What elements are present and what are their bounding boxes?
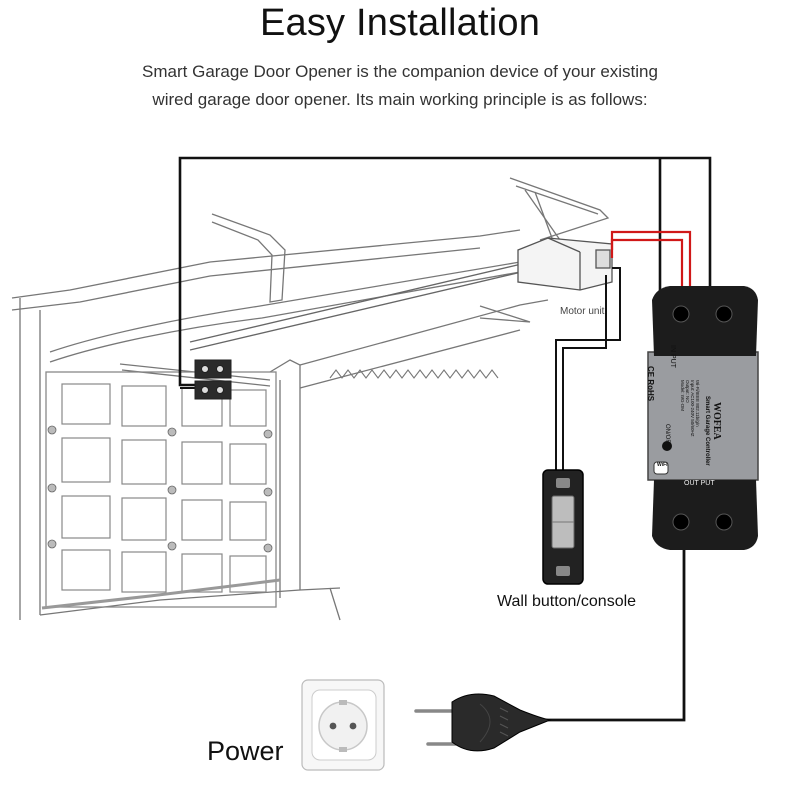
device-onoff-button bbox=[662, 441, 672, 451]
wifi-icon bbox=[653, 461, 669, 475]
terminal-block bbox=[194, 359, 232, 400]
motor-unit-label: Motor unit bbox=[560, 306, 605, 317]
device-spec-1: Input: AC100-240V 50/60HZ bbox=[690, 380, 695, 437]
wall-button-label: Wall button/console bbox=[497, 593, 637, 610]
device-spec-0: Wi-Fi/IEEE 802.11b/g/n bbox=[695, 380, 700, 427]
power-label: Power bbox=[207, 736, 284, 766]
smart-garage-controller bbox=[647, 286, 759, 550]
wire-top-loop bbox=[178, 156, 712, 387]
device-name-label: Smart Garage Controller bbox=[704, 396, 710, 466]
device-in-put-label: IN PUT bbox=[669, 345, 676, 368]
device-ce-rohs-label: CE RoHS bbox=[646, 366, 655, 402]
device-brand-label: WOFEA bbox=[711, 402, 722, 440]
subtitle-line-1: Smart Garage Door Opener is the companio… bbox=[142, 62, 658, 81]
power-plug bbox=[414, 693, 552, 752]
device-out-put-label: OUT PUT bbox=[684, 480, 715, 487]
device-spec-2: Output: NO bbox=[685, 380, 690, 403]
device-onoff-label: ON/OFF bbox=[664, 424, 670, 447]
page-title: Easy Installation bbox=[259, 2, 541, 44]
motor-unit bbox=[517, 237, 613, 291]
device-spec-3: Model: WG-DM bbox=[680, 380, 685, 412]
page-subtitle: Smart Garage Door Opener is the companio… bbox=[60, 58, 740, 114]
device-wifi-label: WiFi bbox=[657, 462, 668, 468]
subtitle-line-2: wired garage door opener. Its main worki… bbox=[152, 90, 648, 109]
wall-button-console bbox=[542, 469, 584, 585]
wall-socket bbox=[301, 679, 385, 771]
garage-sketch bbox=[11, 177, 610, 621]
